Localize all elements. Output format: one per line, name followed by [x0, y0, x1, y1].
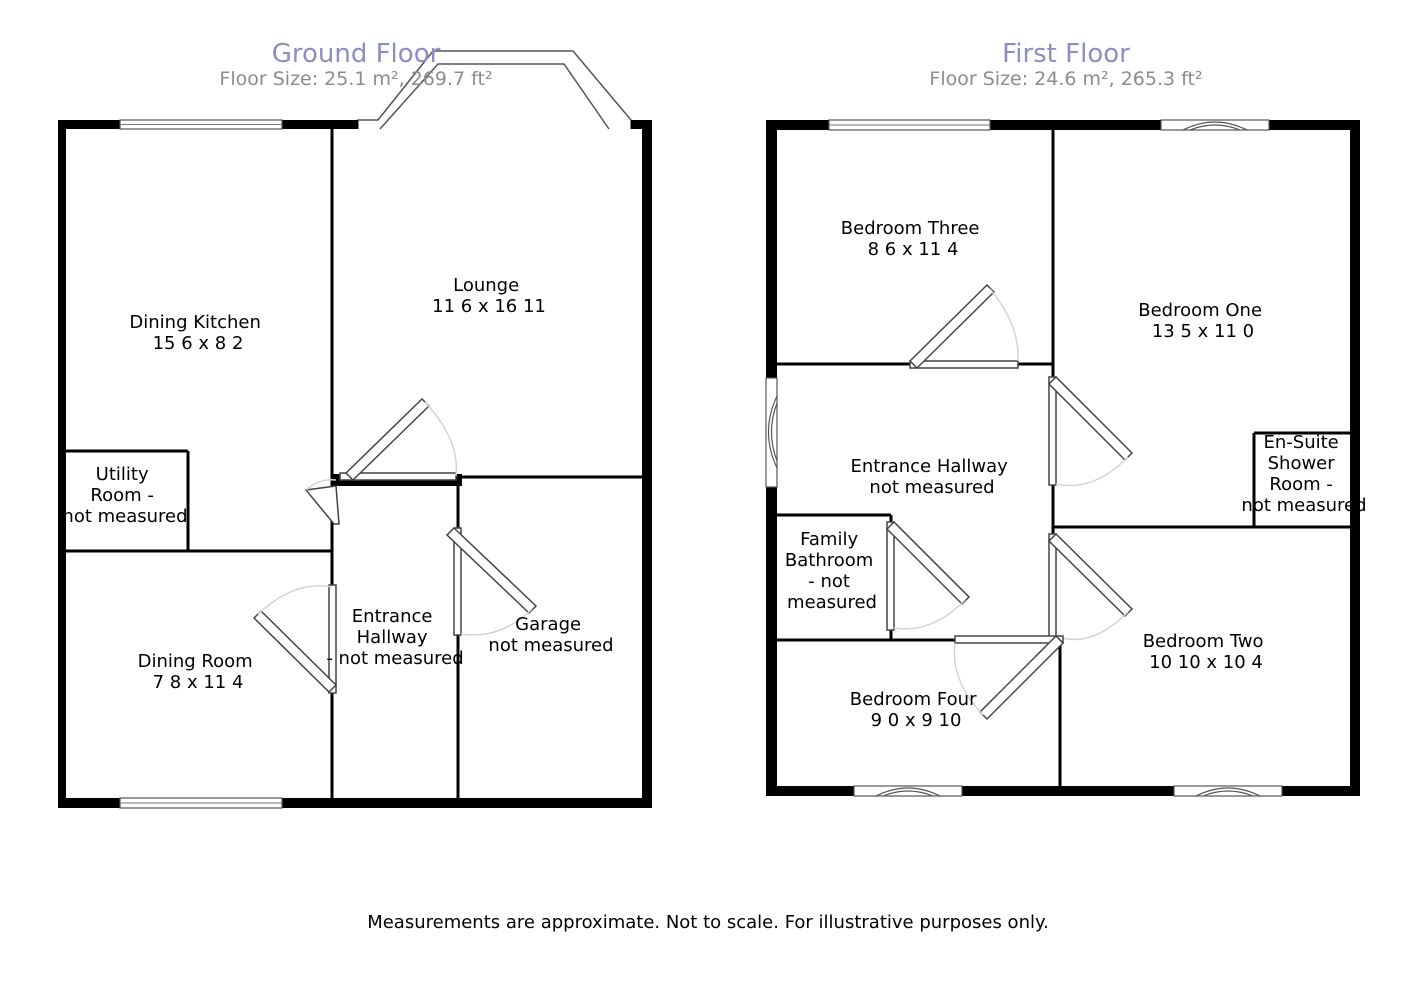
door-utility — [304, 478, 340, 525]
first-window-bottom-right — [1173, 785, 1283, 797]
room-label-garage: Garage not measured — [488, 614, 613, 656]
first-window-left — [765, 377, 778, 488]
first-wall-bottom — [766, 786, 1360, 796]
room-label-first-entrance-hallway: Entrance Hallway not measured — [850, 456, 1013, 498]
room-label-family-bathroom: Family Bathroom - not measured — [785, 529, 879, 613]
room-label-lounge: Lounge 11 6 x 16 11 — [432, 275, 546, 317]
room-label-bedroom-four: Bedroom Four 9 0 x 9 10 — [850, 689, 982, 731]
room-label-bedroom-one: Bedroom One 13 5 x 11 0 — [1138, 300, 1268, 342]
first-floor-size: Floor Size: 24.6 m², 265.3 ft² — [929, 68, 1202, 90]
first-window-bottom-left — [853, 785, 963, 797]
room-label-dining-kitchen: Dining Kitchen 15 6 x 8 2 — [129, 312, 266, 354]
ground-floor-title: Ground Floor — [272, 39, 441, 69]
ground-floor-plan — [58, 50, 652, 809]
room-label-en-suite: En-Suite Shower Room - not measured — [1241, 432, 1366, 516]
ground-window-bottom — [119, 797, 283, 809]
first-floor-heading: First Floor Floor Size: 24.6 m², 265.3 f… — [929, 39, 1202, 90]
room-label-ground-entrance-hallway: Entrance Hallway - not measured — [326, 606, 463, 669]
door-garage — [445, 526, 538, 636]
door-bedroom-two — [1047, 532, 1134, 643]
first-wall-top — [766, 120, 1360, 130]
first-window-top-right — [1160, 119, 1270, 131]
ground-wall-left — [58, 120, 66, 808]
ground-wall-right — [642, 120, 652, 808]
door-family-bathroom — [885, 520, 971, 631]
room-label-utility-room: Utility Room - not measured — [62, 464, 187, 527]
room-label-dining-room: Dining Room 7 8 x 11 4 — [138, 651, 259, 693]
first-floor-plan — [765, 119, 1360, 797]
first-window-top-left — [828, 119, 991, 131]
door-bedroom-three — [908, 283, 1019, 370]
door-bedroom-one — [1047, 375, 1134, 487]
room-label-bedroom-two: Bedroom Two 10 10 x 10 4 — [1143, 631, 1270, 673]
disclaimer-text: Measurements are approximate. Not to sca… — [367, 912, 1049, 933]
door-lounge — [339, 397, 458, 482]
door-dining-room — [252, 584, 338, 694]
ground-window-top — [119, 119, 283, 130]
ground-wall-top-right — [631, 120, 652, 129]
room-label-bedroom-three: Bedroom Three 8 6 x 11 4 — [841, 218, 985, 260]
ground-wall-bottom — [58, 798, 652, 808]
first-wall-right — [1350, 120, 1360, 796]
ground-floor-size: Floor Size: 25.1 m², 269.7 ft² — [219, 68, 492, 90]
ground-floor-heading: Ground Floor Floor Size: 25.1 m², 269.7 … — [219, 39, 492, 90]
first-floor-title: First Floor — [1002, 39, 1130, 69]
door-bedroom-four — [953, 634, 1065, 721]
